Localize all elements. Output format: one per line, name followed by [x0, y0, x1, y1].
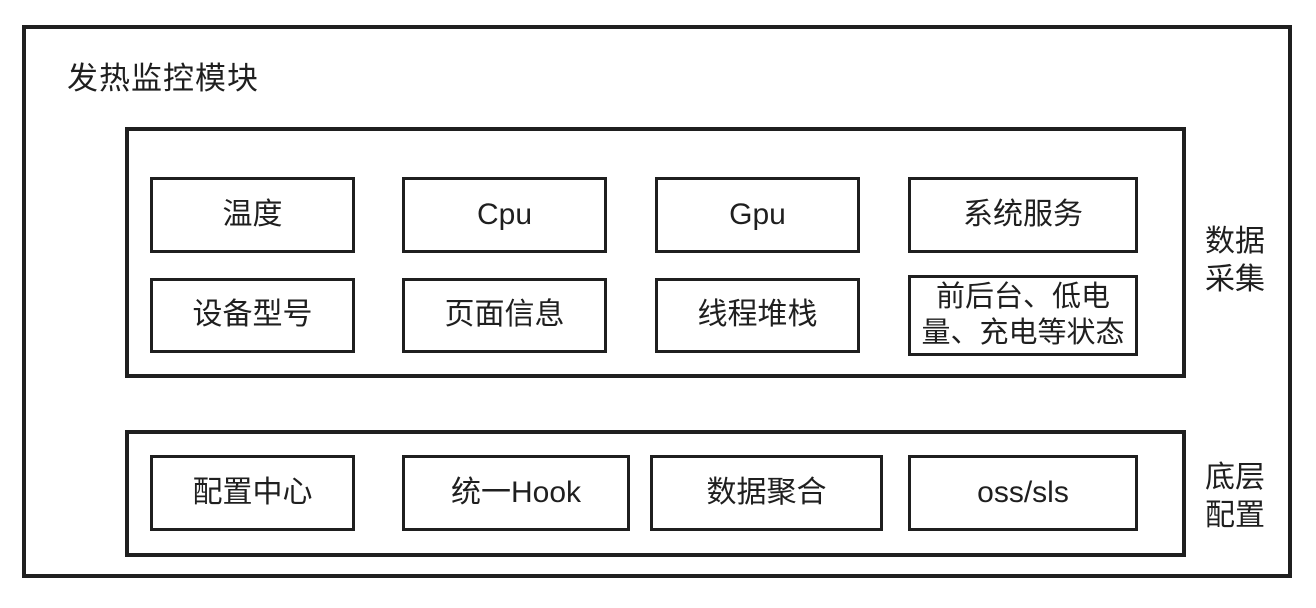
box-device-model: 设备型号 — [150, 278, 355, 353]
box-unified-hook-label: 统一Hook — [450, 475, 582, 509]
box-data-aggregation-label: 数据聚合 — [706, 475, 827, 509]
box-gpu: Gpu — [655, 177, 860, 253]
box-thread-stack-label: 线程堆栈 — [697, 298, 818, 332]
box-device-states: 前后台、低电量、充电等状态 — [908, 275, 1138, 356]
box-page-info: 页面信息 — [402, 278, 607, 353]
box-device-model-label: 设备型号 — [192, 298, 313, 332]
box-system-services-label: 系统服务 — [963, 197, 1083, 231]
box-cpu: Cpu — [402, 177, 607, 253]
box-gpu-label: Gpu — [729, 197, 786, 231]
box-temperature: 温度 — [150, 177, 355, 253]
box-unified-hook: 统一Hook — [402, 455, 630, 531]
box-device-states-label: 前后台、低电量、充电等状态 — [921, 281, 1125, 349]
base-config-side-label-line2: 配置 — [1205, 499, 1265, 532]
data-collection-side-label: 数据 采集 — [1205, 223, 1265, 299]
box-config-center: 配置中心 — [150, 455, 355, 531]
data-collection-group: 温度 Cpu Gpu 系统服务 设备型号 页面信息 线程堆栈 前后台、低电量、充… — [125, 127, 1186, 378]
base-config-side-label: 底层 配置 — [1205, 459, 1265, 535]
box-oss-sls-label: oss/sls — [977, 475, 1069, 509]
data-collection-side-label-line2: 采集 — [1205, 263, 1265, 296]
data-collection-side-label-line1: 数据 — [1205, 225, 1265, 258]
base-config-group: 配置中心 统一Hook 数据聚合 oss/sls — [125, 430, 1186, 557]
box-data-aggregation: 数据聚合 — [650, 455, 883, 531]
base-config-side-label-line1: 底层 — [1205, 461, 1265, 494]
heat-monitor-module-frame: 发热监控模块 温度 Cpu Gpu 系统服务 设备型号 页面信息 线程堆栈 — [22, 25, 1292, 578]
box-page-info-label: 页面信息 — [444, 298, 565, 332]
box-config-center-label: 配置中心 — [192, 475, 313, 509]
box-thread-stack: 线程堆栈 — [655, 278, 860, 353]
box-oss-sls: oss/sls — [908, 455, 1138, 531]
box-system-services: 系统服务 — [908, 177, 1138, 253]
diagram-title: 发热监控模块 — [67, 61, 259, 96]
box-temperature-label: 温度 — [222, 197, 283, 231]
box-cpu-label: Cpu — [476, 197, 533, 231]
